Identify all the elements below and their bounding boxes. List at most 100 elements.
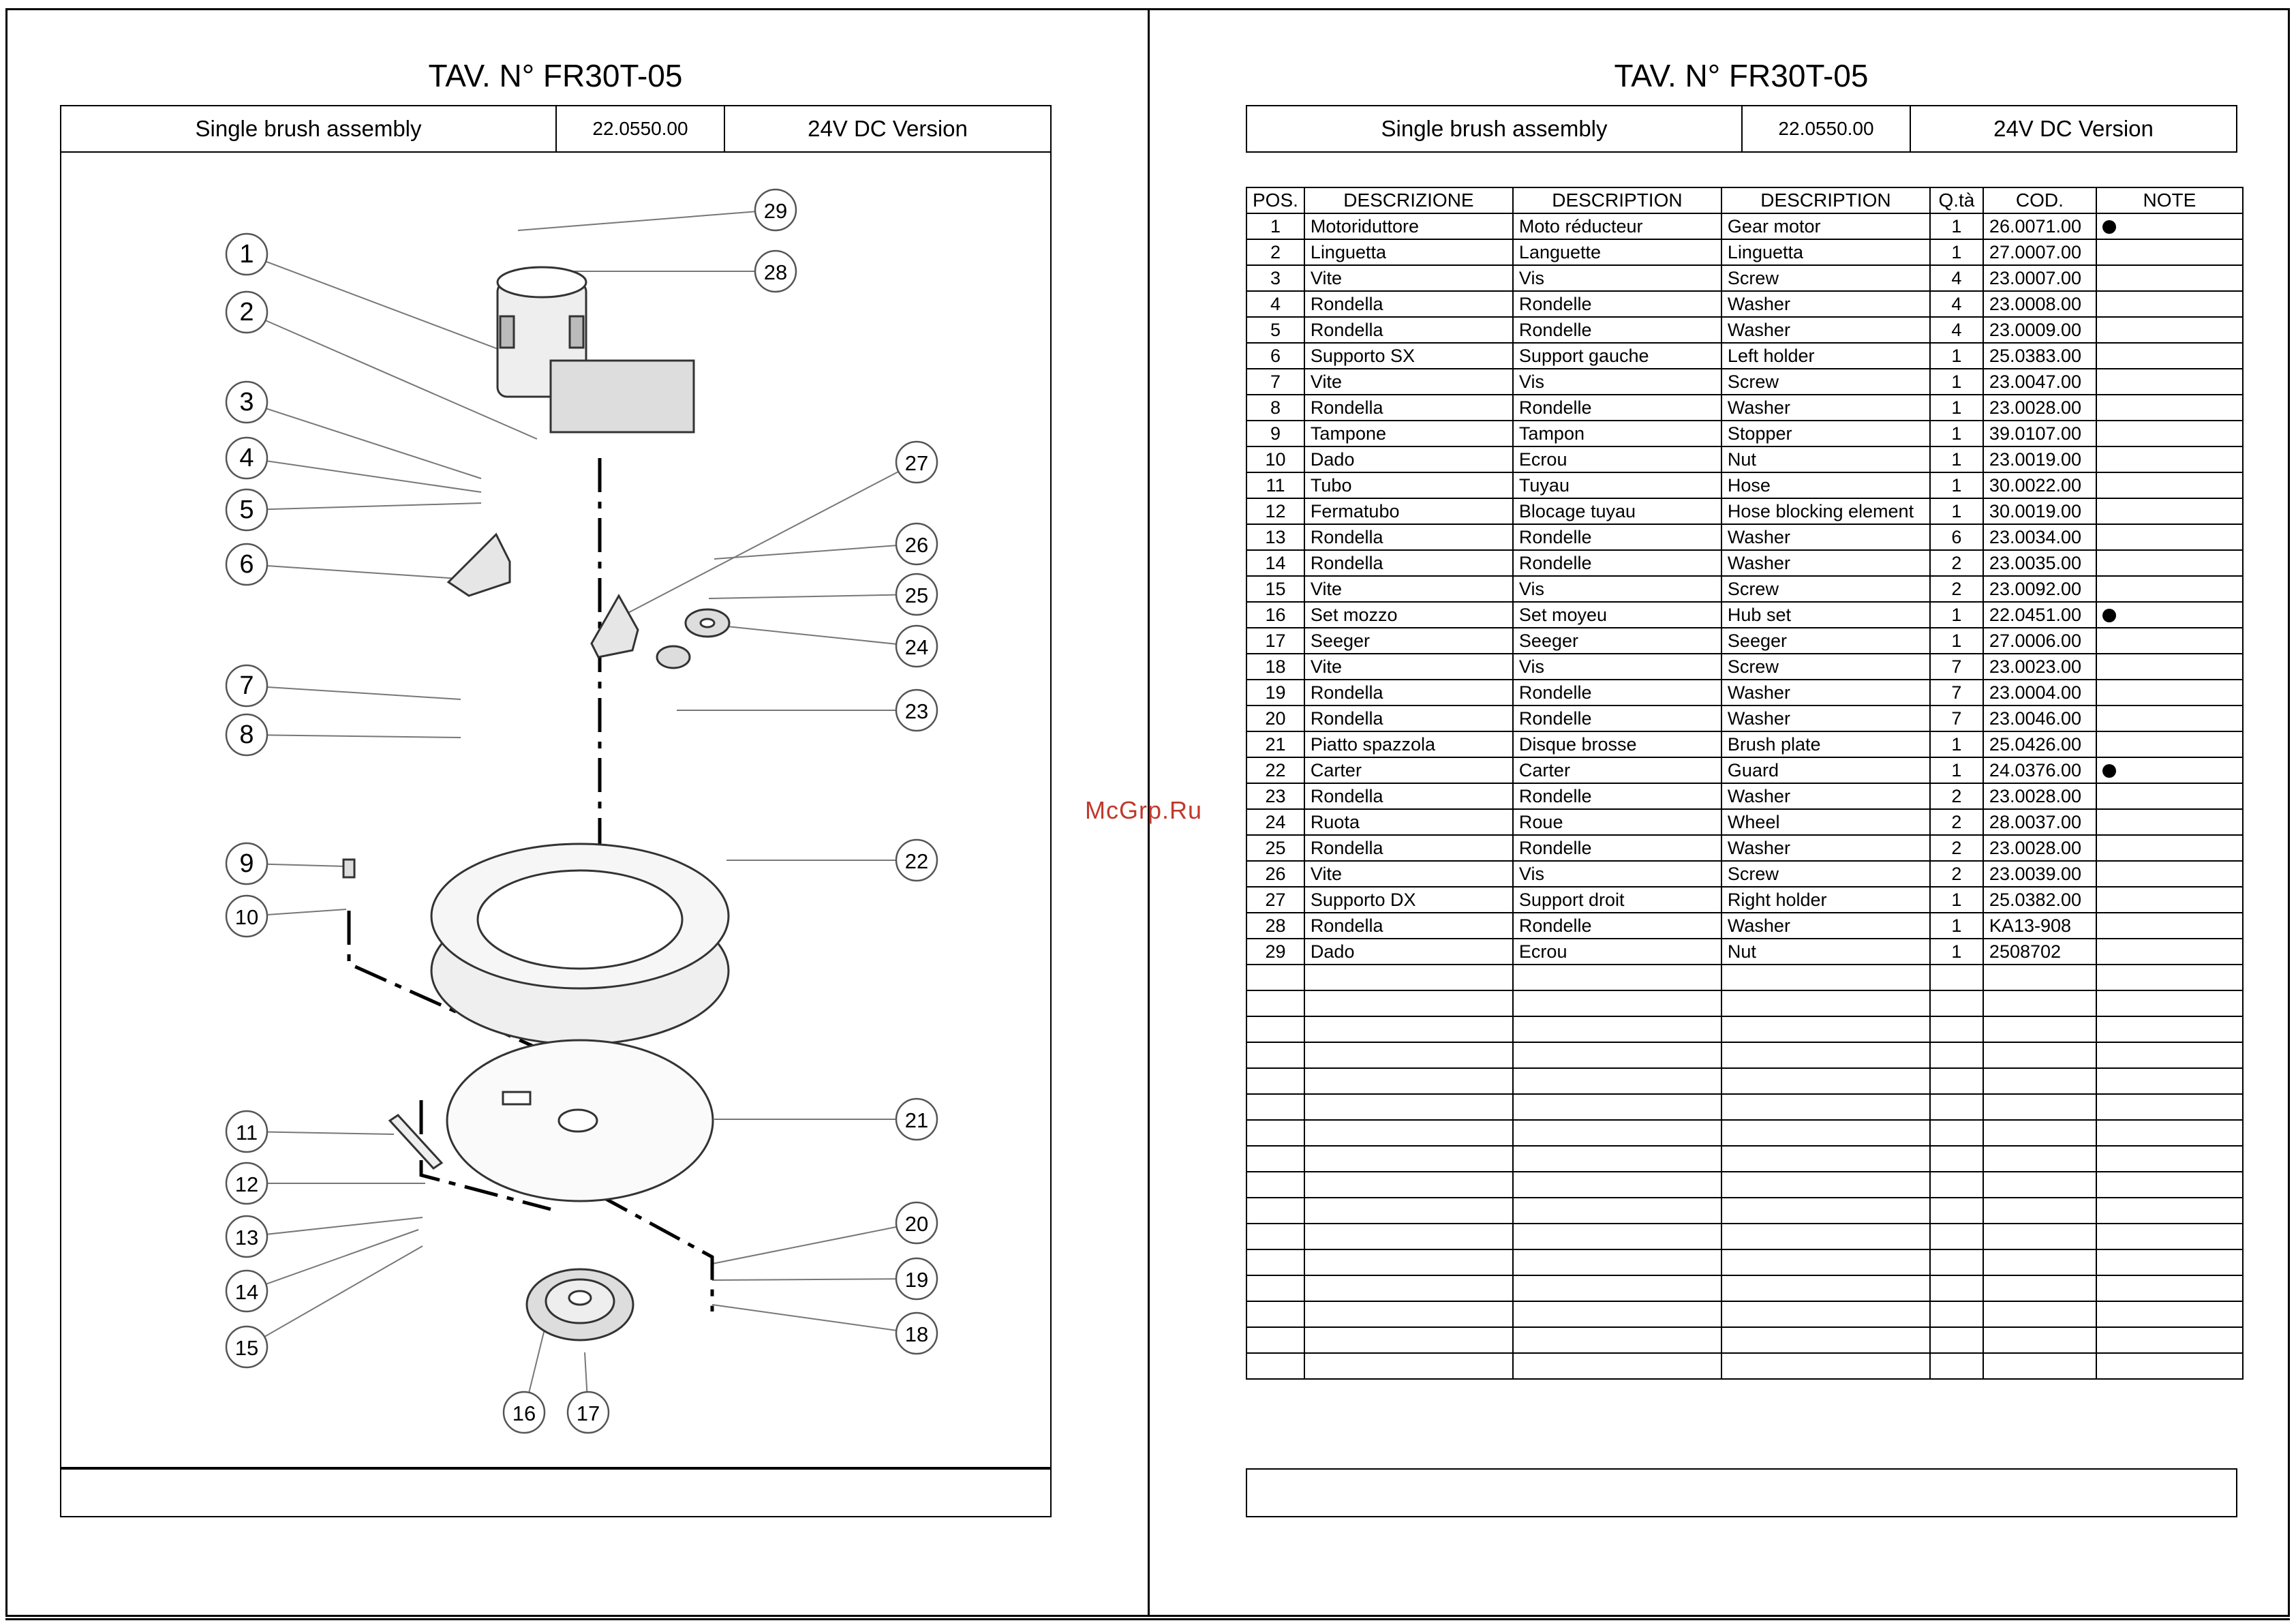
cell-fr: Blocage tuyau: [1512, 498, 1722, 525]
callout-circle-20: [895, 1201, 938, 1245]
cell-pos: 29: [1246, 938, 1305, 965]
leader-line-25: [708, 594, 917, 599]
empty-table-row: [1246, 1067, 2244, 1095]
empty-table-row: [1246, 1016, 2244, 1043]
empty-cell: [2095, 1249, 2244, 1276]
empty-cell: [1929, 1223, 1984, 1250]
cell-code: 25.0426.00: [1982, 731, 2097, 758]
cell-fr: Rondelle: [1512, 705, 1722, 732]
callout-number-17: 17: [577, 1401, 600, 1425]
callout-circle-15: [225, 1325, 269, 1369]
cell-en: Washer: [1720, 316, 1931, 344]
cell-en: Gear motor: [1720, 213, 1931, 240]
note-dot-icon: [2102, 609, 2116, 623]
cell-note: [2095, 498, 2244, 525]
empty-table-row: [1246, 1042, 2244, 1069]
left-holder: [446, 532, 511, 597]
cell-pos: 9: [1246, 420, 1305, 447]
empty-cell: [2095, 1042, 2244, 1069]
cell-en: Screw: [1720, 653, 1931, 680]
cell-pos: 14: [1246, 549, 1305, 577]
cell-note: [2095, 731, 2244, 758]
cell-pos: 20: [1246, 705, 1305, 732]
empty-cell: [1512, 1249, 1722, 1276]
right-header-row: Single brush assembly 22.0550.00 24V DC …: [1246, 105, 2237, 153]
cell-note: [2095, 213, 2244, 240]
empty-cell: [1982, 1016, 2097, 1043]
cell-it: Dado: [1303, 938, 1514, 965]
empty-cell: [1720, 1197, 1931, 1224]
empty-cell: [1246, 1067, 1305, 1095]
cell-code: 23.0028.00: [1982, 394, 2097, 421]
drawing-frame: [60, 153, 1052, 1468]
cell-it: Rondella: [1303, 783, 1514, 810]
empty-cell: [1512, 1326, 1722, 1354]
callout-circle-12: [225, 1162, 269, 1205]
cell-note: [2095, 420, 2244, 447]
cell-en: Hub set: [1720, 601, 1931, 628]
cell-fr: Support droit: [1512, 886, 1722, 913]
col-code: COD.: [1982, 187, 2097, 214]
cell-note: [2095, 524, 2244, 551]
cell-qty: 7: [1929, 705, 1984, 732]
callout-circle-10: [225, 894, 269, 938]
cell-note: [2095, 783, 2244, 810]
empty-cell: [1303, 964, 1514, 991]
cell-fr: Support gauche: [1512, 342, 1722, 369]
cell-pos: 7: [1246, 368, 1305, 395]
cell-fr: Vis: [1512, 653, 1722, 680]
empty-cell: [1720, 1249, 1931, 1276]
empty-cell: [1929, 1326, 1984, 1354]
guard-carter: [430, 843, 730, 1046]
callout-number-9: 9: [239, 849, 254, 878]
callout-number-11: 11: [236, 1121, 258, 1144]
callout-number-29: 29: [764, 199, 787, 223]
empty-cell: [1303, 1145, 1514, 1172]
cell-fr: Rondelle: [1512, 394, 1722, 421]
callout-number-5: 5: [239, 496, 254, 524]
empty-cell: [1929, 990, 1984, 1017]
cell-code: 39.0107.00: [1982, 420, 2097, 447]
cell-note: [2095, 601, 2244, 628]
cell-fr: Tuyau: [1512, 472, 1722, 499]
cell-it: Dado: [1303, 446, 1514, 473]
cell-code: 23.0009.00: [1982, 316, 2097, 344]
gear-motor: [496, 266, 695, 434]
cell-fr: Rondelle: [1512, 679, 1722, 706]
empty-cell: [1246, 1119, 1305, 1147]
empty-cell: [1720, 1275, 1931, 1302]
cell-it: Set mozzo: [1303, 601, 1514, 628]
cell-pos: 15: [1246, 575, 1305, 603]
cell-it: Rondella: [1303, 679, 1514, 706]
callout-number-6: 6: [239, 550, 254, 579]
note-dot-icon: [2102, 764, 2116, 778]
cell-pos: 23: [1246, 783, 1305, 810]
cell-fr: Rondelle: [1512, 834, 1722, 862]
cell-en: Washer: [1720, 394, 1931, 421]
cell-note: [2095, 368, 2244, 395]
cell-en: Washer: [1720, 912, 1931, 939]
callout-number-12: 12: [235, 1172, 258, 1196]
empty-cell: [2095, 1093, 2244, 1121]
empty-table-row: [1246, 1119, 2244, 1147]
callout-circle-7: [225, 664, 269, 708]
empty-table-row: [1246, 1223, 2244, 1250]
empty-cell: [1512, 1275, 1722, 1302]
cell-note: [2095, 757, 2244, 784]
cell-it: Vite: [1303, 860, 1514, 888]
hose: [388, 1114, 444, 1170]
cell-en: Washer: [1720, 290, 1931, 318]
empty-cell: [1303, 1197, 1514, 1224]
cell-pos: 6: [1246, 342, 1305, 369]
empty-cell: [1929, 1275, 1984, 1302]
empty-cell: [1982, 1352, 2097, 1380]
cell-qty: 1: [1929, 912, 1984, 939]
empty-cell: [1929, 964, 1984, 991]
leader-line-8: [246, 734, 461, 738]
